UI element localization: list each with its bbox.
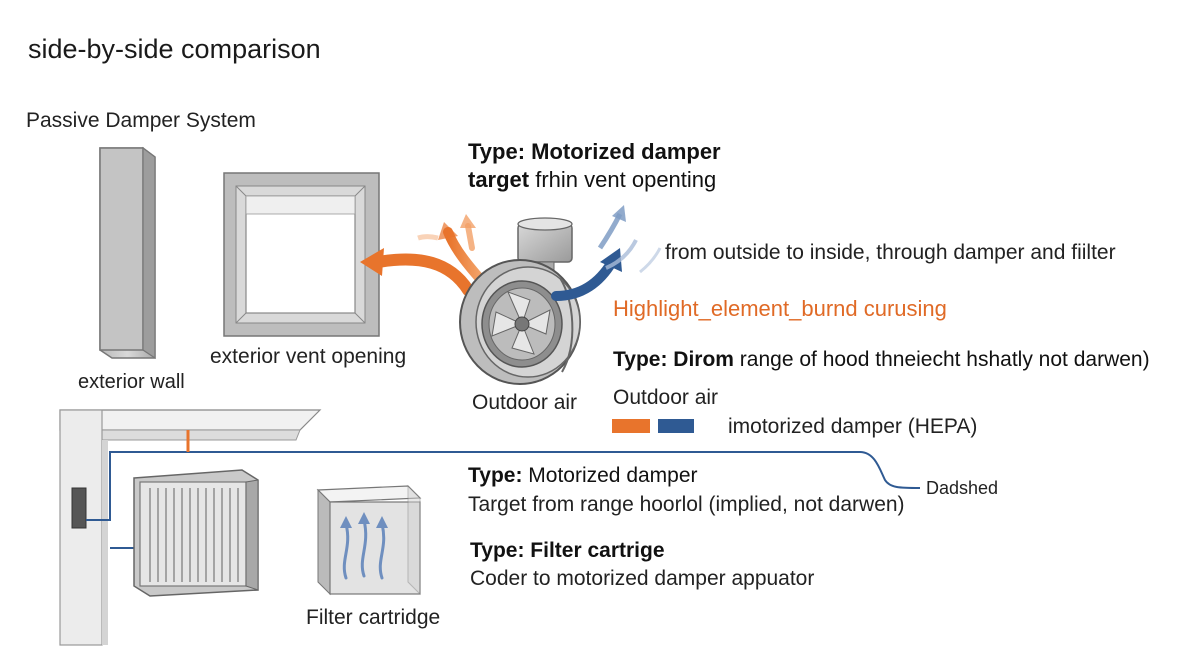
callout-target-range-hood: Target from range hoorlol (implied, not … — [468, 493, 905, 516]
dashed-label: Dadshed — [926, 478, 999, 498]
callout-target-bold: target — [468, 167, 530, 192]
callout-type-motorized-2: Type: Motorized damper — [468, 465, 698, 486]
page-title: side-by-side comparison — [28, 34, 321, 64]
vent-frame-icon — [223, 172, 380, 337]
blue-arrow-icon — [551, 205, 662, 301]
filter-cartridge-label: Filter cartridge — [306, 606, 441, 629]
outdoor-air-label: Outdoor air — [472, 391, 578, 414]
exterior-wall-label: exterior wall — [78, 371, 185, 393]
callout-target-vent: target frhin vent openting — [468, 169, 716, 191]
legend-outdoor-air: Outdoor air — [613, 386, 719, 409]
callout-flow-direction: from outside to inside, through damper a… — [665, 241, 1116, 264]
legend-swatch-orange — [612, 419, 650, 433]
exterior-wall-icon — [99, 146, 156, 360]
callout-type2-rest: range of hood thneiecht hshatly not darw… — [733, 348, 1150, 371]
ceiling-duct-icon — [59, 409, 921, 646]
filter-cartridge-icon — [316, 484, 422, 596]
callout-type3-bold: Type: — [468, 464, 523, 487]
callout-type2-bold: Type: Dirom — [613, 348, 734, 371]
legend-motorized-damper: imotorized damper (HEPA) — [728, 415, 978, 438]
callout-type-dirom: Type: Dirom range of hood thneiecht hsha… — [613, 349, 1150, 370]
callout-type-filter: Type: Filter cartrige — [470, 539, 665, 562]
fan-damper-icon — [459, 217, 581, 385]
callout-type-motorized: Type: Motorized damper — [468, 139, 721, 164]
callout-target-rest: frhin vent openting — [529, 167, 717, 192]
filter-grille-icon — [133, 469, 259, 597]
callout-highlight: Highlight_element_burnd curusing — [613, 296, 947, 321]
legend-swatch-blue — [658, 419, 694, 433]
callout-type3-rest: Motorized damper — [522, 464, 698, 487]
exterior-vent-label: exterior vent opening — [210, 345, 407, 368]
system-title: Passive Damper System — [26, 109, 256, 132]
callout-coder: Coder to motorized damper appuator — [470, 567, 815, 590]
